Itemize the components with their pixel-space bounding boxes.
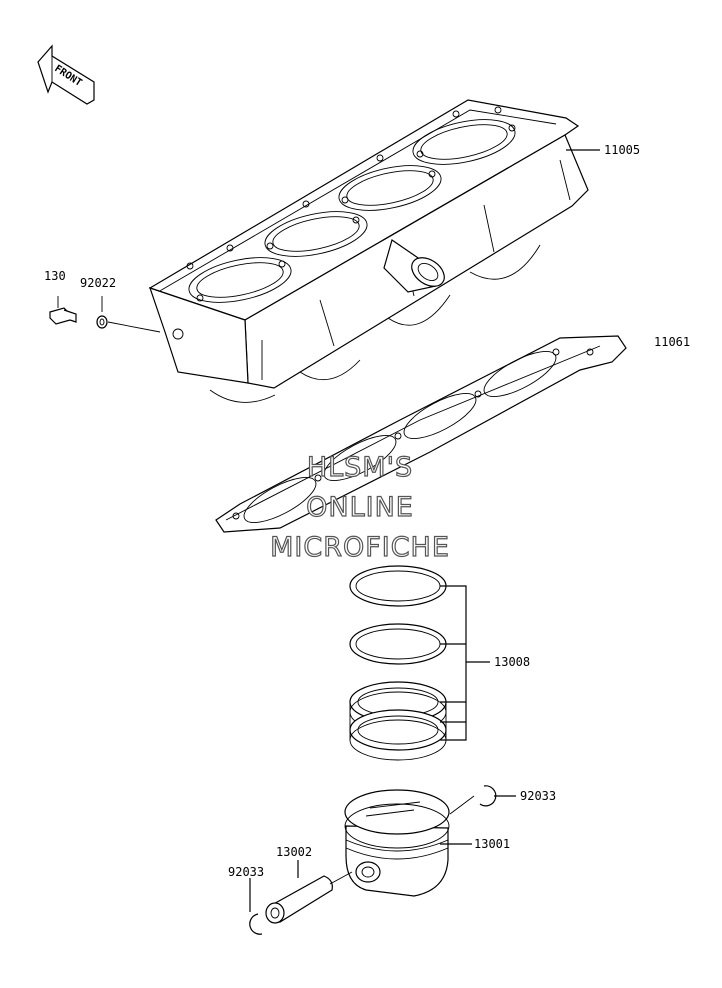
watermark-line-3: MICROFICHE bbox=[270, 532, 450, 563]
piston bbox=[344, 789, 450, 897]
circlip-right bbox=[449, 785, 497, 815]
cylinder-gasket bbox=[215, 335, 627, 533]
label-cylinder: 11005 bbox=[604, 143, 640, 157]
piston-ring-set bbox=[349, 565, 447, 761]
label-circlip-left: 92033 bbox=[228, 865, 264, 879]
label-oring: 92022 bbox=[80, 276, 116, 290]
piston-pin bbox=[265, 871, 353, 924]
label-piston: 13001 bbox=[474, 837, 510, 851]
label-circlip-right: 92033 bbox=[520, 789, 556, 803]
label-ring-set: 13008 bbox=[494, 655, 530, 669]
front-arrow-badge: FRONT bbox=[37, 44, 95, 105]
label-gasket: 11061 bbox=[654, 335, 690, 349]
label-pin: 13002 bbox=[276, 845, 312, 859]
circlip-left bbox=[249, 913, 263, 935]
plug-130 bbox=[49, 296, 77, 325]
watermark-line-1: HLSM'S bbox=[307, 452, 413, 483]
watermark: HLSM'S ONLINE MICROFICHE bbox=[269, 451, 450, 563]
label-plug: 130 bbox=[44, 269, 66, 283]
cylinder-block bbox=[148, 99, 589, 403]
oring-92022 bbox=[96, 296, 161, 333]
watermark-line-2: ONLINE bbox=[306, 492, 414, 523]
